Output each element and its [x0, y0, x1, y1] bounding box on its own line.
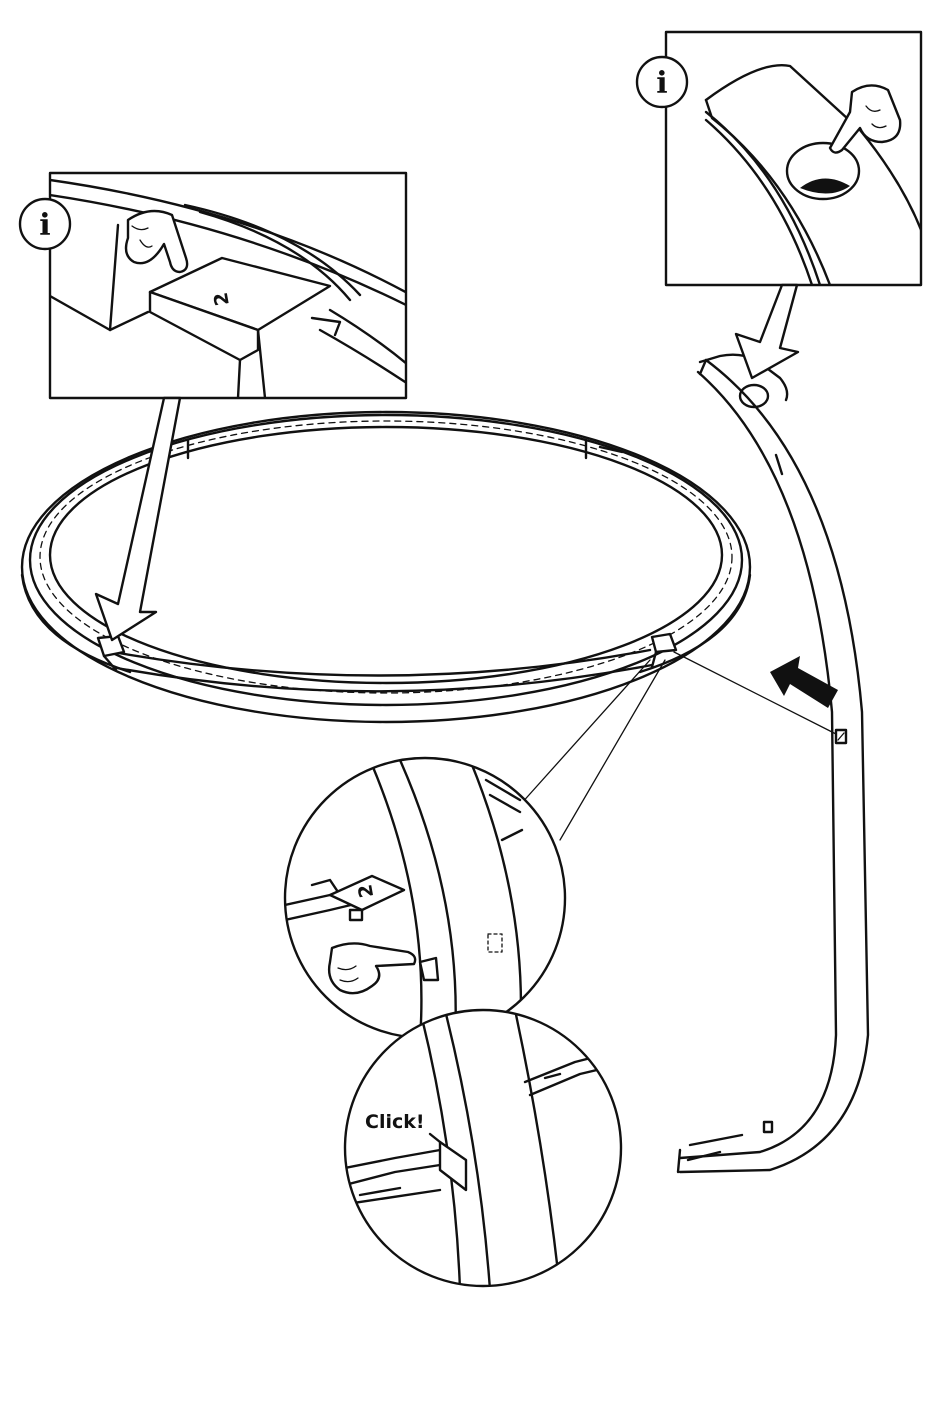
info-icon: i [20, 199, 70, 249]
zoom-circle-click: Click! [340, 1010, 622, 1290]
inset-a-arrow [96, 398, 180, 640]
inset-b-arrow [736, 285, 798, 378]
inset-marker-detail: 2 [50, 173, 420, 398]
svg-text:i: i [656, 66, 667, 101]
inset-hole-detail [666, 32, 925, 285]
svg-text:i: i [39, 208, 50, 243]
click-label: Click! [365, 1111, 425, 1133]
info-icon: i [637, 57, 687, 107]
curved-rail [678, 355, 868, 1172]
